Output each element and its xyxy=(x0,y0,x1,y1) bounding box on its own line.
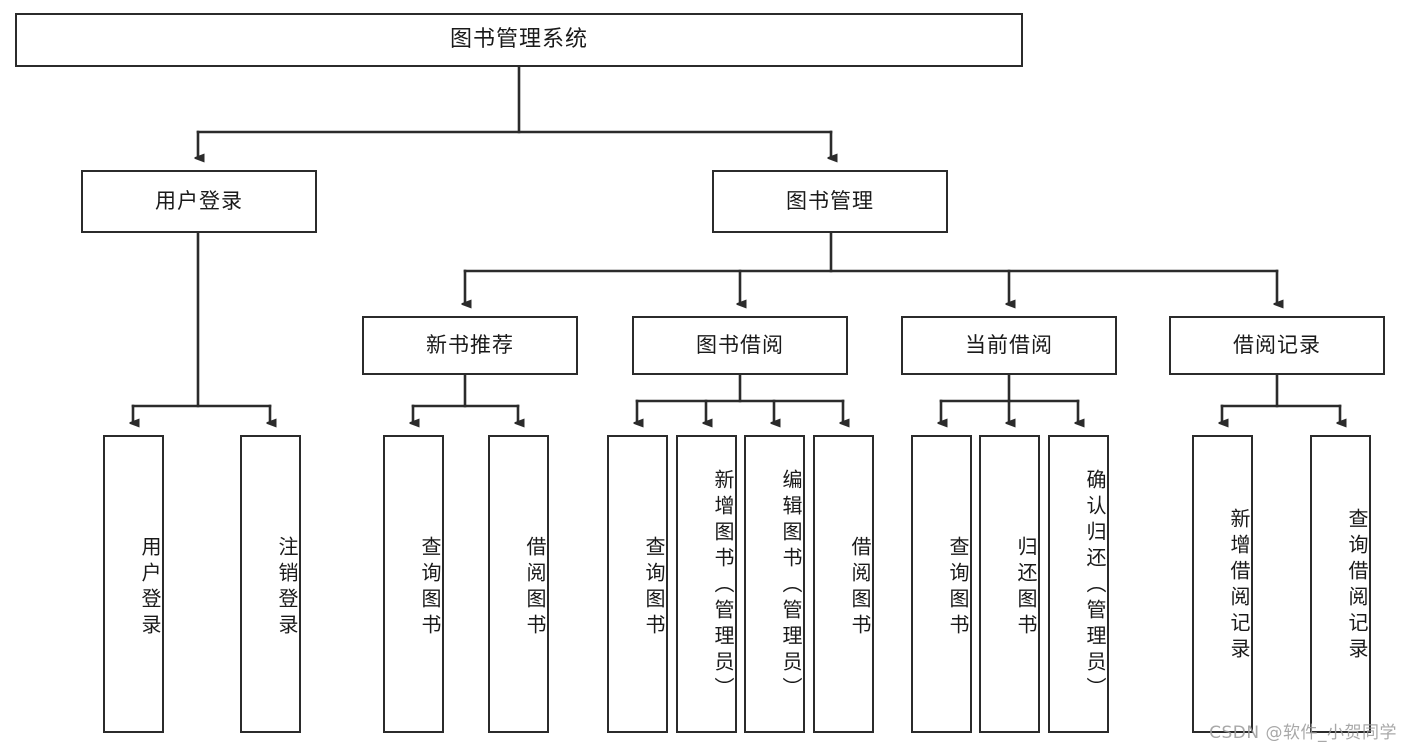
node-leaf-edit-book[interactable]: 编辑图书（管理员） xyxy=(744,435,805,733)
node-current-borrow-label: 当前借阅 xyxy=(965,332,1053,357)
node-leaf-borrow-book-1-label: 借阅图书 xyxy=(523,536,547,640)
node-leaf-user-logout-label: 注销登录 xyxy=(275,536,299,640)
node-user-login-label: 用户登录 xyxy=(155,188,243,213)
node-leaf-query-book-2-label: 查询图书 xyxy=(642,536,666,640)
node-leaf-confirm-return[interactable]: 确认归还（管理员） xyxy=(1048,435,1109,733)
node-leaf-add-book[interactable]: 新增图书（管理员） xyxy=(676,435,737,733)
node-leaf-query-book-1-label: 查询图书 xyxy=(418,536,442,640)
node-book-management-label: 图书管理 xyxy=(786,188,874,213)
node-user-login[interactable]: 用户登录 xyxy=(81,170,317,233)
node-leaf-query-record-label: 查询借阅记录 xyxy=(1345,508,1369,664)
node-leaf-return-book-label: 归还图书 xyxy=(1014,536,1038,640)
node-book-borrow-label: 图书借阅 xyxy=(696,332,784,357)
node-borrow-record[interactable]: 借阅记录 xyxy=(1169,316,1385,375)
node-leaf-borrow-book-2[interactable]: 借阅图书 xyxy=(813,435,874,733)
node-leaf-user-logout[interactable]: 注销登录 xyxy=(240,435,301,733)
node-book-management[interactable]: 图书管理 xyxy=(712,170,948,233)
node-leaf-user-login[interactable]: 用户登录 xyxy=(103,435,164,733)
node-leaf-return-book[interactable]: 归还图书 xyxy=(979,435,1040,733)
node-book-borrow[interactable]: 图书借阅 xyxy=(632,316,848,375)
node-leaf-query-book-1[interactable]: 查询图书 xyxy=(383,435,444,733)
node-leaf-add-record[interactable]: 新增借阅记录 xyxy=(1192,435,1253,733)
node-leaf-add-book-label: 新增图书（管理员） xyxy=(711,469,735,703)
node-leaf-borrow-book-1[interactable]: 借阅图书 xyxy=(488,435,549,733)
node-new-book-recommend[interactable]: 新书推荐 xyxy=(362,316,578,375)
node-root[interactable]: 图书管理系统 xyxy=(15,13,1023,67)
node-leaf-edit-book-label: 编辑图书（管理员） xyxy=(779,469,803,703)
node-new-book-recommend-label: 新书推荐 xyxy=(426,332,514,357)
node-leaf-add-record-label: 新增借阅记录 xyxy=(1227,508,1251,664)
node-leaf-query-book-2[interactable]: 查询图书 xyxy=(607,435,668,733)
node-current-borrow[interactable]: 当前借阅 xyxy=(901,316,1117,375)
node-leaf-user-login-label: 用户登录 xyxy=(138,536,162,640)
node-leaf-borrow-book-2-label: 借阅图书 xyxy=(848,536,872,640)
node-leaf-confirm-return-label: 确认归还（管理员） xyxy=(1083,469,1107,703)
node-leaf-query-record[interactable]: 查询借阅记录 xyxy=(1310,435,1371,733)
node-leaf-query-book-3[interactable]: 查询图书 xyxy=(911,435,972,733)
node-leaf-query-book-3-label: 查询图书 xyxy=(946,536,970,640)
node-root-label: 图书管理系统 xyxy=(449,26,588,52)
node-borrow-record-label: 借阅记录 xyxy=(1233,332,1321,357)
